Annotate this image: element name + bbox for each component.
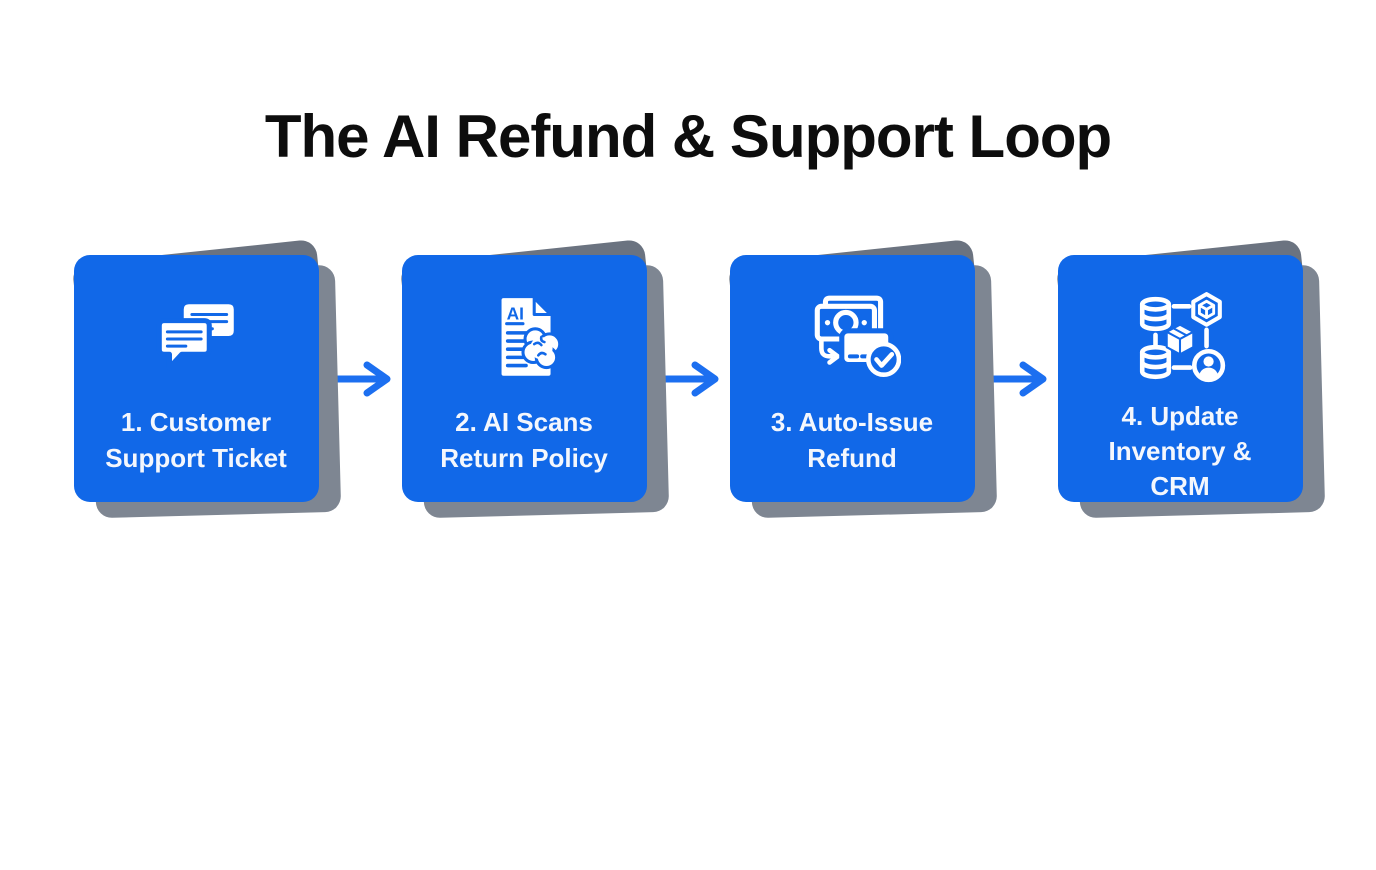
step-card-face: 1. Customer Support Ticket	[73, 255, 319, 502]
page-title: The AI Refund & Support Loop	[264, 103, 1112, 170]
step-card-face: 4. Update Inventory & CRM	[1057, 255, 1303, 502]
step-label: 4. Update Inventory & CRM	[1108, 401, 1252, 502]
step-card-3: 3. Auto-Issue Refund	[727, 238, 997, 519]
step-card-face: 3. Auto-Issue Refund	[729, 255, 975, 502]
database-network-icon	[1131, 279, 1229, 399]
step-label: 3. Auto-Issue Refund	[770, 407, 934, 473]
step-card-1: 1. Customer Support Ticket	[71, 238, 341, 519]
step-card-4: 4. Update Inventory & CRM	[1055, 238, 1325, 519]
svg-text:AI: AI	[507, 304, 524, 324]
step-label: 2. AI Scans Return Policy	[440, 407, 608, 473]
banknote-card-check-icon	[803, 279, 901, 399]
document-ai-brain-icon: AI	[475, 279, 573, 399]
step-card-face: AI 2. AI Scans Return Policy	[401, 255, 647, 502]
step-card-2: AI 2. AI Scans Return Policy	[399, 238, 669, 519]
chat-bubbles-icon	[147, 279, 245, 399]
step-label: 1. Customer Support Ticket	[105, 407, 287, 473]
process-flow: 1. Customer Support Ticket AI	[0, 238, 1376, 519]
